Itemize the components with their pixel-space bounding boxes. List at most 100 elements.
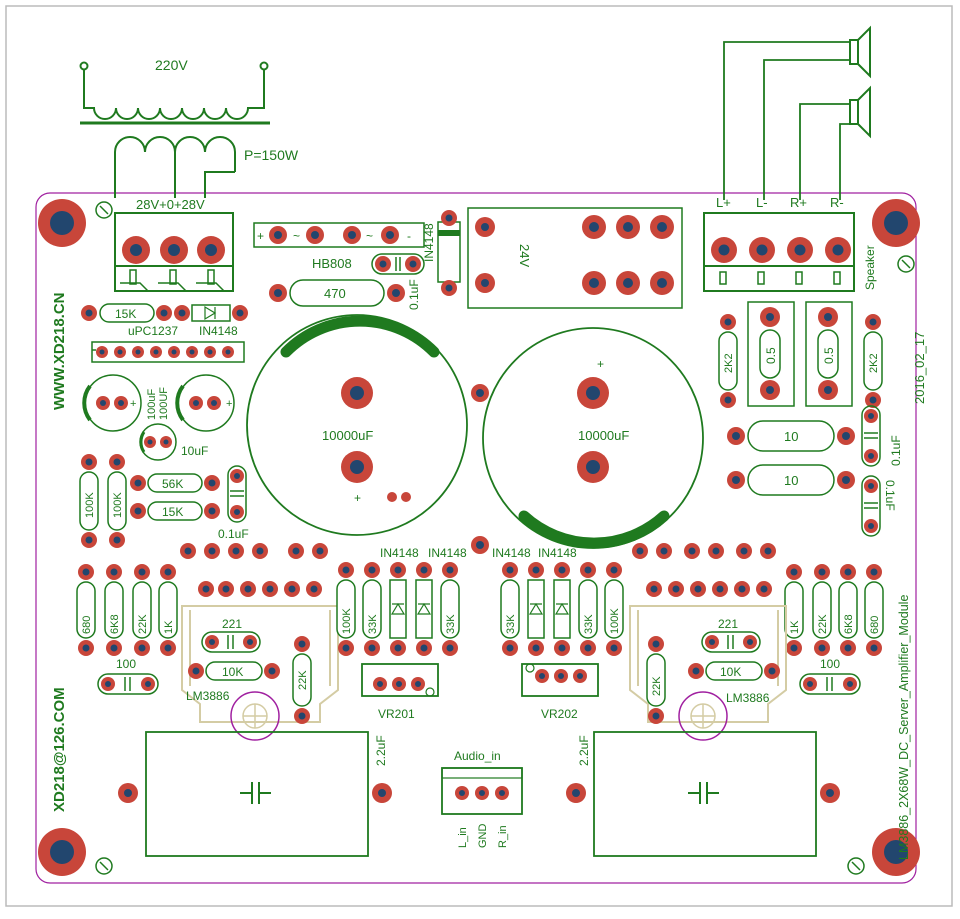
- relay-label: 24V: [517, 244, 532, 267]
- protection-r15k-label: 15K: [115, 307, 136, 321]
- pad: [416, 562, 432, 578]
- amp-left-ic-label: LM3886: [186, 689, 230, 703]
- pad: [262, 581, 278, 597]
- vr201-label: VR201: [378, 707, 415, 721]
- resistor-15k-b: [130, 501, 220, 521]
- pad: [760, 543, 776, 559]
- amp-left-resistor-1-label: 6K8: [109, 614, 121, 634]
- resistor-56k-label: 56K: [162, 477, 183, 491]
- pad: [580, 562, 596, 578]
- pad: [204, 346, 216, 358]
- pad: [78, 564, 94, 580]
- amp-left-resistor-2: 22K: [132, 564, 152, 656]
- cap-10uf-label: 10uF: [181, 444, 208, 458]
- amp-left-c22-label: 2.2uF: [374, 735, 388, 766]
- pad: [606, 640, 622, 656]
- center-resistor-100k-right-label: 100K: [609, 608, 621, 634]
- main-cap-right-label: 10000uF: [578, 428, 629, 443]
- amp-right-r10k: [688, 661, 780, 681]
- pad: [866, 564, 882, 580]
- amp-left-mount-icon: [230, 691, 280, 741]
- main-cap-left: [246, 314, 468, 536]
- cap-c01-right-b: [861, 475, 881, 537]
- main-cap-right-plus: +: [597, 357, 604, 371]
- pad: [442, 640, 458, 656]
- amp-right-resistor-0-label: 1K: [789, 620, 801, 634]
- amp-left-r22k-label: 22K: [297, 670, 309, 690]
- pad: [690, 581, 706, 597]
- resistor-2k2-right-label: 2K2: [868, 353, 880, 373]
- resistor-2k2-left: [718, 314, 738, 408]
- protection-ic-sip: [91, 341, 245, 363]
- email-label: XD218@126.COM: [51, 687, 68, 812]
- cap-100uf-a-label: 100uF: [146, 389, 158, 420]
- amp-right-resistor-1: 22K: [812, 564, 832, 656]
- center-diode-2: [415, 562, 433, 656]
- center-diode-label-0: IN4148: [380, 546, 419, 560]
- center-resistor-33k-left-a: 33K: [362, 562, 382, 656]
- center-diode-label-3: IN4148: [538, 546, 577, 560]
- cap-c01-top: [371, 253, 425, 275]
- protection-resistor-15k: [81, 303, 172, 323]
- amp-right-resistor-2: 6K8: [838, 564, 858, 656]
- amp-right-mount-icon: [678, 691, 728, 741]
- center-diode-3: [527, 562, 545, 656]
- website-label: WWW.XD218.CN: [51, 292, 68, 410]
- amp-left-c100: [97, 673, 159, 695]
- center-resistor-33k-right-b: 33K: [578, 562, 598, 656]
- bridge-ac1: ~: [293, 229, 300, 243]
- amp-right-r10k-label: 10K: [720, 665, 741, 679]
- center-resistor-33k-right-a: 33K: [500, 562, 520, 656]
- amp-left-film-cap: [118, 731, 392, 857]
- pad: [134, 564, 150, 580]
- resistor-470: [269, 279, 405, 307]
- cap-c01-right-b-label: 0.1uF: [883, 480, 897, 511]
- amp-left-cap-221: [201, 631, 261, 653]
- pad: [840, 640, 856, 656]
- pad: [106, 640, 122, 656]
- speaker-terminal-r-minus: R-: [830, 195, 844, 210]
- pad: [528, 562, 544, 578]
- pad: [284, 581, 300, 597]
- pad: [786, 564, 802, 580]
- cap-100uf-left: [82, 374, 142, 432]
- pad: [186, 346, 198, 358]
- pad: [502, 562, 518, 578]
- pad: [632, 543, 648, 559]
- pad: [668, 581, 684, 597]
- pad: [416, 640, 432, 656]
- mount-hole-bottom-left: [38, 828, 86, 876]
- amp-left-resistor-3-label: 1K: [163, 620, 175, 634]
- pad: [814, 564, 830, 580]
- main-cap-left-plus: +: [354, 491, 361, 505]
- center-via-pad: [471, 384, 489, 554]
- main-cap-left-label: 10000uF: [322, 428, 373, 443]
- screw-icon: [95, 201, 915, 875]
- bridge-ac2: ~: [366, 229, 373, 243]
- pad: [390, 562, 406, 578]
- protection-diode-label: IN4148: [199, 324, 238, 338]
- pad: [114, 346, 126, 358]
- pad: [228, 543, 244, 559]
- pad: [78, 640, 94, 656]
- cap-100uf-b-label: 100UF: [158, 387, 170, 420]
- pad: [306, 581, 322, 597]
- resistor-470-label: 470: [324, 286, 346, 301]
- speaker-terminal: [703, 212, 855, 292]
- resistor-2k2-right: [863, 314, 883, 408]
- pad: [150, 346, 162, 358]
- amp-right-r22k-label: 22K: [651, 676, 663, 696]
- pad: [390, 640, 406, 656]
- resistor-05-right-label: 0.5: [822, 347, 836, 364]
- pad: [252, 543, 268, 559]
- date-label: 2016_02_17: [912, 332, 927, 404]
- protection-diode: [174, 304, 248, 322]
- pad: [734, 581, 750, 597]
- pad: [756, 581, 772, 597]
- amp-right-film-cap: [566, 731, 840, 857]
- resistor-15k-b-label: 15K: [162, 505, 183, 519]
